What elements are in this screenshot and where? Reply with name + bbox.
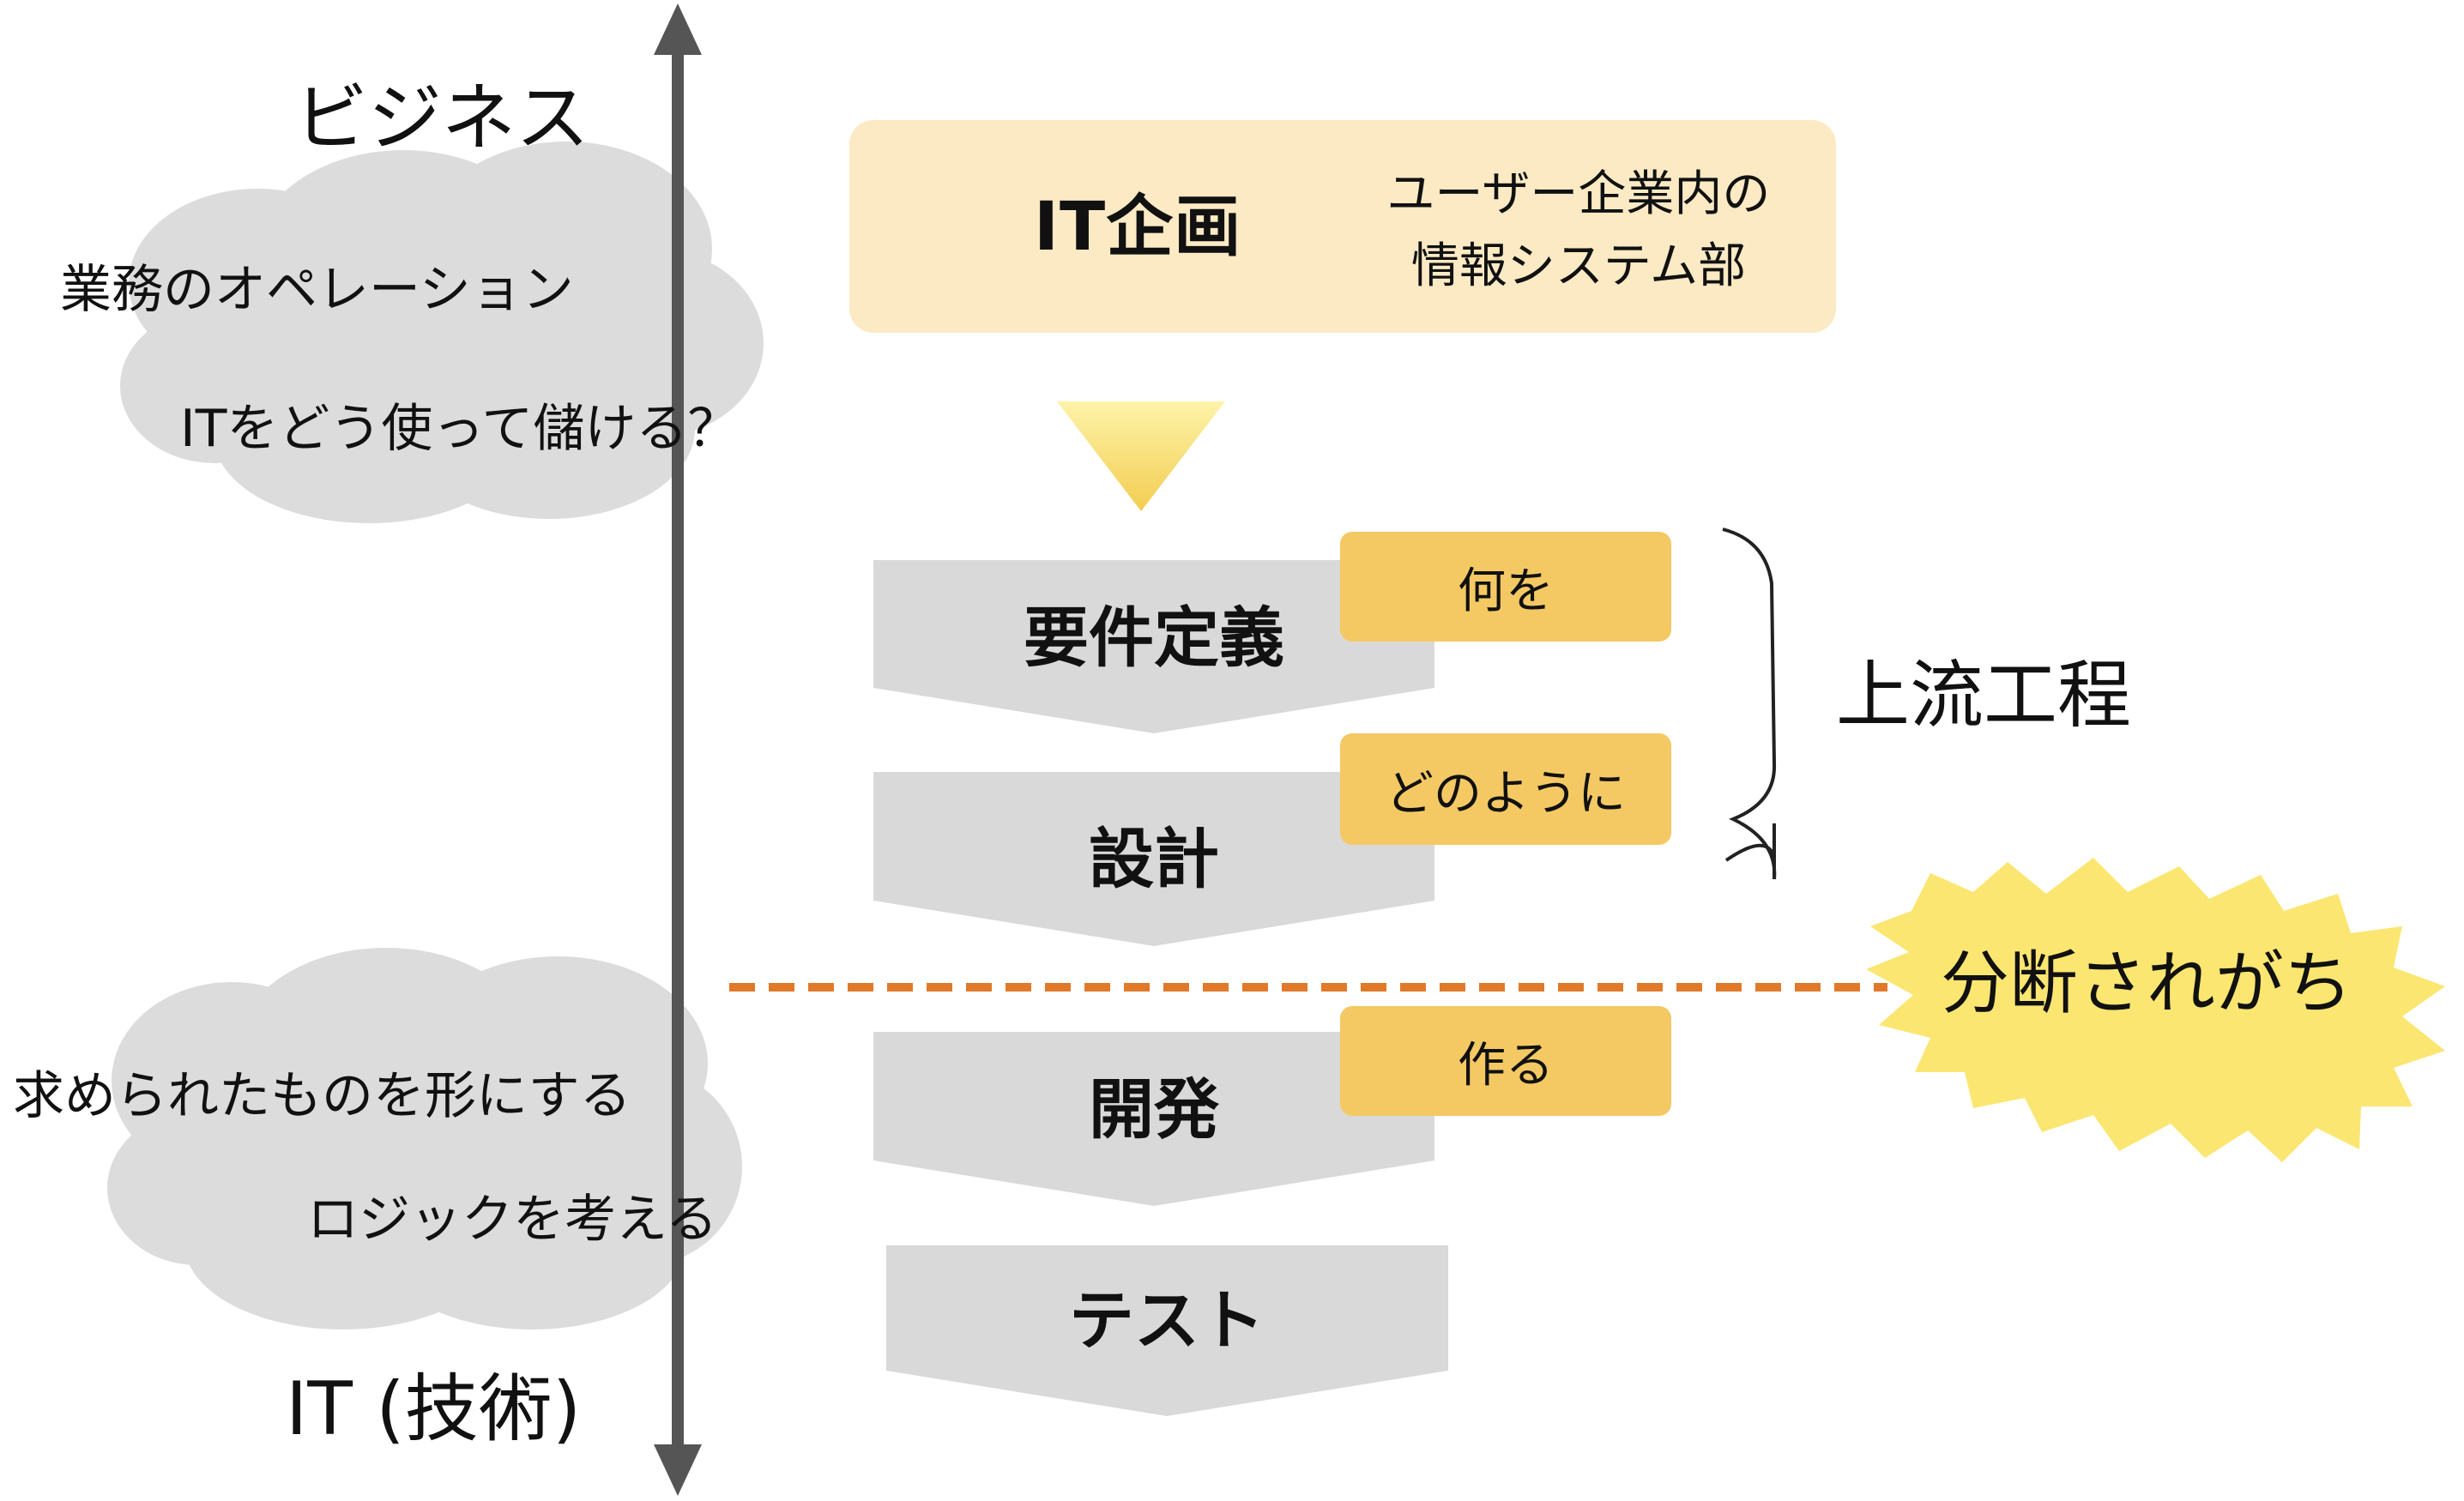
split-burst (1866, 858, 2445, 1162)
business-cloud-line1: 業務のオペレーション (60, 260, 574, 320)
axis-arrow-up-icon (654, 3, 702, 55)
axis-bottom-label: IT (技術) (286, 1366, 582, 1452)
axis-arrow-down-icon (654, 1444, 702, 1496)
technology-cloud-line1: 求められたものを形にする (13, 1066, 631, 1126)
upstream-label: 上流工程 (1836, 653, 2131, 738)
it-planning-box (849, 120, 1836, 333)
phase-label-development: 開発 (1089, 1071, 1219, 1148)
it-planning-note: ユーザー企業内の 情報システム部 (1381, 159, 1776, 303)
vertical-axis (654, 3, 702, 1496)
technology-cloud (107, 948, 742, 1329)
flow-triangle-icon (1057, 401, 1225, 511)
phase-label-requirements: 要件定義 (1024, 600, 1284, 676)
technology-cloud-line2: ロジックを考える (307, 1190, 718, 1250)
phase-arrow-development (873, 1032, 1434, 1206)
axis-top-label: ビジネス (294, 75, 589, 161)
it-planning-note-line1: ユーザー企業内の (1386, 166, 1771, 222)
business-cloud (120, 142, 764, 523)
phase-tag-development: 作る (1340, 1006, 1671, 1116)
phase-arrow-design (873, 772, 1434, 946)
phase-tag-requirements: 何を (1340, 532, 1671, 642)
upstream-bracket (1722, 527, 1777, 880)
phase-label-test: テスト (1069, 1282, 1265, 1359)
phase-arrow-requirements (873, 560, 1434, 733)
split-label: 分断されがち (1941, 943, 2352, 1023)
business-cloud-line2: ITをどう使って儲ける？ (180, 399, 740, 459)
it-planning-title: IT企画 (1034, 189, 1242, 266)
phase-arrow-test (886, 1245, 1448, 1416)
phase-label-design: 設計 (1089, 821, 1219, 897)
it-planning-note-line2: 情報システム部 (1410, 238, 1747, 294)
phase-tag-design: どのように (1340, 733, 1671, 845)
